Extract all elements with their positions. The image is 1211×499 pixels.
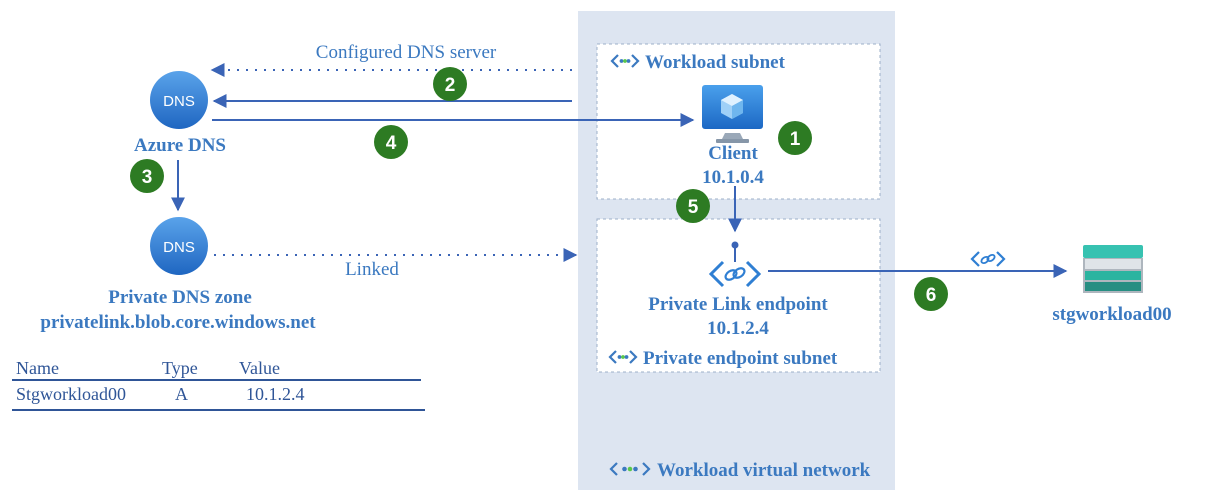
svg-text:3: 3 [142,167,153,188]
svg-text:5: 5 [688,197,699,218]
private-link-icon [708,241,762,288]
client-ip: 10.1.0.4 [702,167,764,188]
azure-dns-label: Azure DNS [134,135,226,156]
vnet-icon [609,462,651,476]
private-dns-zone-label: Private DNS zone [108,287,252,308]
step-badge-1: 1 [778,121,812,155]
svg-text:6: 6 [926,285,937,306]
svg-text:2: 2 [445,75,456,96]
table-cell-type: A [175,384,188,404]
table-header-type: Type [162,358,198,378]
step-badge-3: 3 [130,159,164,193]
configured-dns-label: Configured DNS server [316,42,497,63]
private-endpoint-subnet [596,218,881,373]
step-badge-4: 4 [374,125,408,159]
vm-monitor-icon [702,85,763,143]
step-badge-6: 6 [914,277,948,311]
storage-account-label: stgworkload00 [1052,304,1171,325]
linked-label: Linked [345,259,399,280]
endpoint-ip: 10.1.2.4 [707,318,769,339]
table-header-value: Value [239,358,280,378]
workload-subnet-label: Workload subnet [645,52,786,73]
private-dns-zone-name: privatelink.blob.core.windows.net [40,312,316,333]
dns-icon: DNS [150,71,208,129]
subnet-icon [608,350,638,364]
table-header-name: Name [16,358,59,378]
storage-icon [1083,245,1143,293]
step-badge-2: 2 [433,67,467,101]
svg-text:4: 4 [386,133,397,154]
dns-icon-text: DNS [163,93,195,110]
table-cell-value: 10.1.2.4 [246,384,305,404]
link-icon [970,251,1006,267]
dns-icon-text: DNS [163,239,195,256]
dns-record-table: Name Type Value Stgworkload00 A 10.1.2.4 [12,358,425,411]
private-endpoint-subnet-label: Private endpoint subnet [643,348,838,369]
step-badge-5: 5 [676,189,710,223]
workload-vnet-label: Workload virtual network [657,460,871,481]
table-cell-name: Stgworkload00 [16,384,126,404]
client-label: Client [708,143,758,164]
svg-text:1: 1 [790,129,801,150]
subnet-icon [610,54,640,68]
dns-icon: DNS [150,217,208,275]
private-link-endpoint-label: Private Link endpoint [648,294,828,315]
